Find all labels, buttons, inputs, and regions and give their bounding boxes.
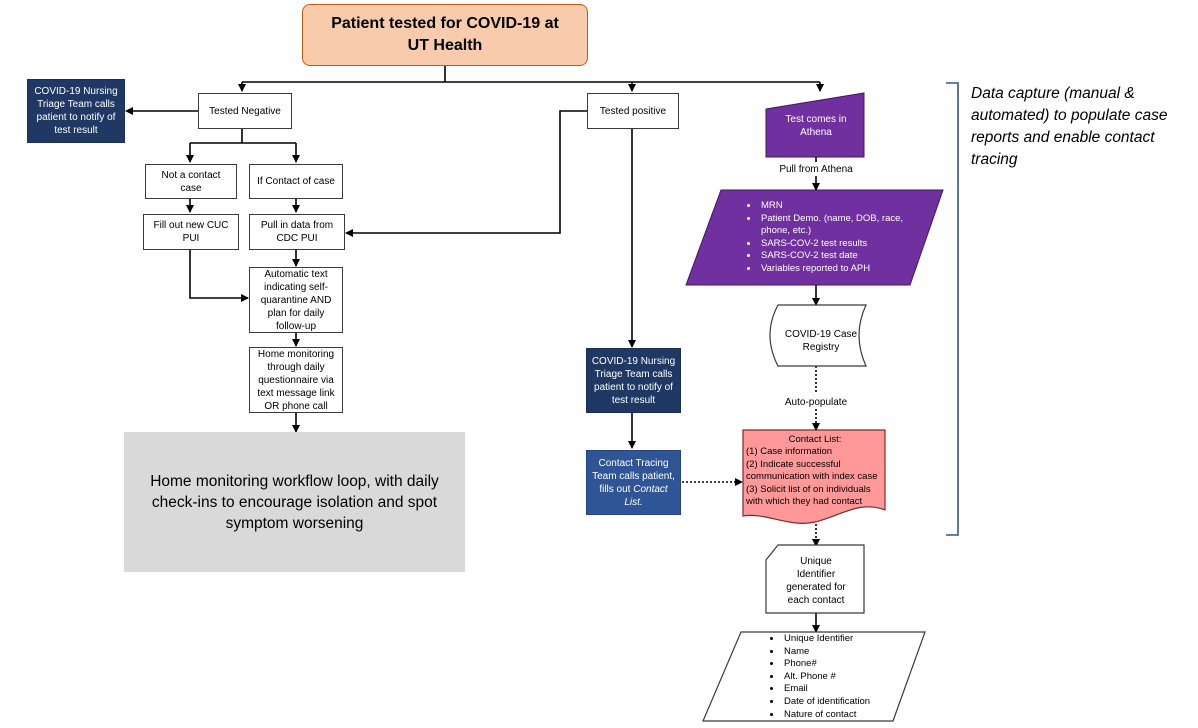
positive-nursing-triage-node: COVID-19 Nursing Triage Team calls patie… xyxy=(586,348,681,413)
connector-positive-to-pull-cdc xyxy=(345,110,588,237)
contact-field-item: Email xyxy=(782,683,900,696)
contact-list-title: Contact List: xyxy=(788,434,842,445)
contact-list-item: (3) Solicit list of on individuals with … xyxy=(746,483,871,508)
athena-field-item: Patient Demo. (name, DOB, race, phone, e… xyxy=(759,213,907,238)
connector-fill-to-auto-text xyxy=(189,250,249,302)
tested-positive-node: Tested positive xyxy=(587,93,679,129)
contact-field-item: Alt. Phone # xyxy=(782,671,900,684)
contact-field-item: Nature of contact xyxy=(782,709,900,722)
test-athena-shape xyxy=(765,92,865,158)
home-monitoring-node: Home monitoring through daily questionna… xyxy=(249,347,343,413)
not-contact-case-node: Not a contact case xyxy=(145,164,237,199)
athena-fields-list-wrapper: MRN Patient Demo. (name, DOB, race, phon… xyxy=(737,200,907,276)
athena-field-item: SARS-COV-2 test results xyxy=(759,238,907,251)
home-monitoring-loop-note: Home monitoring workflow loop, with dail… xyxy=(124,432,465,572)
contact-field-item: Unique Identifier xyxy=(782,633,900,646)
contact-fields-list-wrapper: Unique Identifier Name Phone# Alt. Phone… xyxy=(760,633,900,721)
contact-list-item: (1) Case information xyxy=(746,446,833,458)
start-line-1: Patient tested for COVID-19 at xyxy=(331,15,559,32)
data-capture-note: Data capture (manual & automated) to pop… xyxy=(971,85,1168,168)
case-registry-label: COVID-19 Case Registry xyxy=(784,329,858,353)
contact-list-shape xyxy=(742,429,886,524)
contact-tracing-text: Contact Tracing Team calls patient, fill… xyxy=(592,457,675,495)
contact-list-emphasis: Contact List. xyxy=(624,483,668,508)
data-capture-bracket xyxy=(946,82,959,536)
automatic-text-node: Automatic text indicating self-quarantin… xyxy=(249,267,343,333)
athena-fields-shape xyxy=(685,189,944,286)
test-athena-label: Test comes in Athena xyxy=(785,114,847,138)
contact-tracing-node: Contact Tracing Team calls patient, fill… xyxy=(586,450,681,515)
contact-list-item: (2) Indicate successful communication wi… xyxy=(746,458,878,483)
tested-negative-node: Tested Negative xyxy=(198,93,292,129)
unique-identifier-label: Unique Identifier generated for each con… xyxy=(786,556,846,606)
athena-fields-list: MRN Patient Demo. (name, DOB, race, phon… xyxy=(737,200,907,276)
pull-from-athena-label: Pull from Athena xyxy=(766,163,866,176)
athena-field-item: MRN xyxy=(759,200,907,213)
athena-field-item: SARS-COV-2 test date xyxy=(759,250,907,263)
athena-field-item: Variables reported to APH xyxy=(759,263,907,276)
start-node: Patient tested for COVID-19 at UT Health xyxy=(302,4,588,66)
if-contact-case-node: If Contact of case xyxy=(249,164,343,199)
unique-id-shape xyxy=(765,544,865,614)
pull-cdc-pui-node: Pull in data from CDC PUI xyxy=(249,214,345,250)
negative-nursing-triage-node: COVID-19 Nursing Triage Team calls patie… xyxy=(27,79,125,143)
contact-field-item: Phone# xyxy=(782,658,900,671)
start-line-2: UT Health xyxy=(407,37,483,54)
registry-shape xyxy=(769,304,867,367)
contact-field-item: Name xyxy=(782,646,900,659)
contact-fields-shape xyxy=(702,631,926,722)
contact-list-text: Contact List: (1) Case information (2) I… xyxy=(746,434,884,508)
auto-populate-label: Auto-populate xyxy=(766,396,866,409)
contact-fields-list: Unique Identifier Name Phone# Alt. Phone… xyxy=(760,633,900,721)
fill-out-pui-node: Fill out new CUC PUI xyxy=(143,214,239,250)
contact-field-item: Date of identification xyxy=(782,696,900,709)
